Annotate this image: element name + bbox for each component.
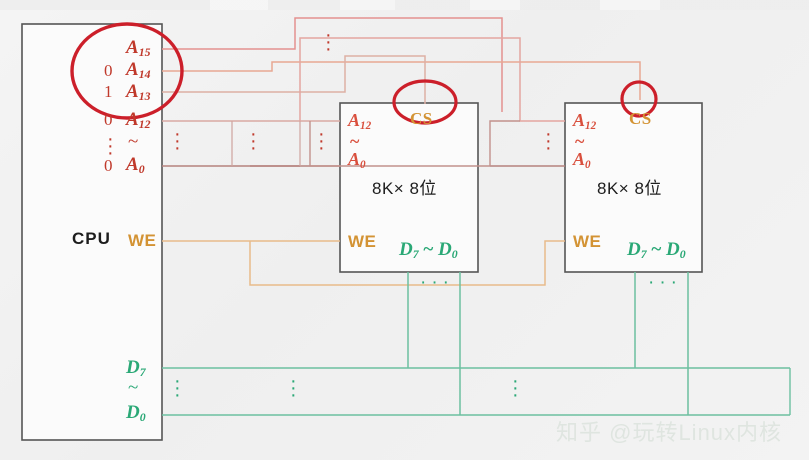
chip-2-addr-high: A12 — [573, 111, 596, 132]
chip-2-addr-high-name: A — [573, 110, 586, 130]
chip-2-box — [564, 102, 703, 273]
cpu-pin-a13-name: A — [126, 81, 139, 102]
cpu-box — [21, 23, 163, 441]
address-bus-dots-chip2: ··· — [545, 123, 552, 159]
chip-2-we-label: WE — [573, 232, 602, 251]
address-bus-dots-1: ··· — [174, 123, 181, 159]
cpu-pin-a12-name: A — [126, 109, 139, 130]
cpu-pin-d7-index: 7 — [139, 365, 146, 379]
cpu-label: CPU — [72, 229, 111, 248]
chip-2-addr-high-index: 12 — [585, 119, 597, 132]
wire-a15 — [162, 17, 503, 112]
chip-1-we-label: WE — [348, 232, 377, 251]
chip-1-data-high: D — [399, 239, 413, 260]
watermark: 知乎 @玩转Linux内核 — [556, 420, 783, 445]
address-bus-dots-3: ··· — [318, 123, 325, 159]
chip-1-addr-high-name: A — [348, 110, 361, 130]
cpu-pin-d0: D0 — [126, 403, 146, 424]
chip-1-addr-high: A12 — [348, 111, 371, 132]
wire-a13 — [162, 55, 426, 104]
data-bus-dots-2: ··· — [290, 370, 297, 406]
wire-addr-wrap — [309, 121, 490, 167]
annotation-circle-cpu-address — [70, 22, 184, 120]
chip-1-data-low: D — [438, 239, 452, 260]
chip-1-addr-low-index: 0 — [360, 158, 366, 171]
cpu-pin-d7: D7 — [126, 358, 146, 379]
cpu-pin-d7-name: D — [126, 357, 140, 378]
chip-1-data-tilde: ~ — [423, 239, 434, 260]
address-bus-dots-top: ··· — [325, 24, 332, 60]
cpu-pin-a0-index: 0 — [138, 162, 145, 176]
cpu-pin-data-tilde: ~ — [128, 377, 139, 398]
cpu-bit-ellipsis: ··· — [107, 128, 114, 164]
chip-2-caption: 8K× 8位 — [597, 179, 662, 198]
cpu-pin-a12-index: 12 — [138, 117, 151, 131]
cpu-we-label: WE — [128, 231, 157, 250]
wire-a12-chip2 — [299, 37, 565, 122]
cpu-pin-a12: A12 — [126, 110, 150, 131]
chip-2-addr-low-name: A — [573, 149, 586, 169]
chip-1-data-dots: ··· — [420, 272, 454, 293]
wire-a14 — [162, 61, 641, 100]
chip-1-addr-low-name: A — [348, 149, 361, 169]
cpu-pin-a15-index: 15 — [138, 45, 151, 59]
cpu-pin-a14-name: A — [126, 59, 139, 80]
wire-we-chip2 — [249, 240, 565, 286]
chip-2-data-tilde: ~ — [651, 239, 662, 260]
cpu-pin-a13: A13 — [126, 82, 150, 103]
chip-2-addr-low: A0 — [573, 150, 591, 171]
chip-2-data-dots: ··· — [648, 272, 682, 293]
cpu-pin-a14: A14 — [126, 60, 150, 81]
chip-1-addr-tilde: ~ — [350, 131, 360, 151]
cpu-pin-a0: A0 — [126, 155, 145, 176]
cpu-pin-a13-index: 13 — [138, 89, 151, 103]
cpu-bit-a0: 0 — [104, 156, 113, 175]
chip-2-addr-tilde: ~ — [575, 131, 585, 151]
cpu-pin-a14-index: 14 — [138, 67, 151, 81]
chip-1-cs-label: CS — [410, 109, 433, 128]
chip-1-data-high-index: 7 — [412, 247, 419, 261]
chip-2-addr-low-index: 0 — [585, 158, 591, 171]
cpu-bit-a13: 1 — [104, 82, 113, 101]
chip-1-data-range: D7 ~ D0 — [399, 240, 458, 261]
cpu-pin-d0-name: D — [126, 402, 140, 423]
annotation-circle-chip1-cs — [392, 79, 458, 125]
chip-2-data-range: D7 ~ D0 — [627, 240, 686, 261]
data-bus-dots-1: ··· — [174, 370, 181, 406]
address-bus-dots-2: ··· — [250, 123, 257, 159]
wire-addr-wrap-up — [489, 120, 520, 166]
data-bus-dots-3: ··· — [512, 370, 519, 406]
chip-1-data-low-index: 0 — [451, 247, 458, 261]
chip-2-data-high: D — [627, 239, 641, 260]
top-edge-artifact — [0, 0, 809, 10]
cpu-bit-a12: 0 — [104, 110, 113, 129]
chip-1-addr-low: A0 — [348, 150, 366, 171]
chip-2-data-low: D — [666, 239, 680, 260]
cpu-pin-d0-index: 0 — [139, 410, 146, 424]
cpu-pin-a15-name: A — [126, 37, 139, 58]
chip-2-cs-label: CS — [629, 109, 652, 128]
annotation-circle-chip2-cs — [620, 80, 658, 118]
cpu-pin-range-tilde: ~ — [128, 131, 139, 152]
chip-1-caption: 8K× 8位 — [372, 179, 437, 198]
chip-1-addr-high-index: 12 — [360, 119, 372, 132]
cpu-bit-a14: 0 — [104, 61, 113, 80]
cpu-pin-a0-name: A — [126, 154, 139, 175]
chip-2-data-low-index: 0 — [679, 247, 686, 261]
chip-2-data-high-index: 7 — [640, 247, 647, 261]
cpu-pin-a15: A15 — [126, 38, 150, 59]
chip-1-box — [339, 102, 479, 273]
